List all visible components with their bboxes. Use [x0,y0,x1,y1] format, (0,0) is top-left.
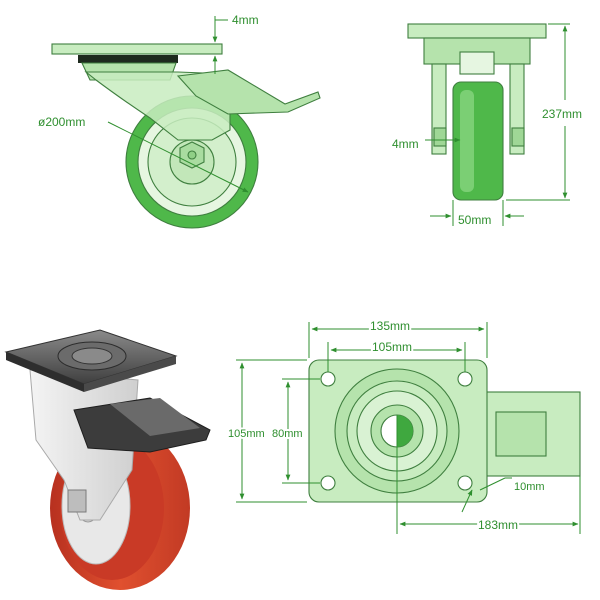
top-plate-height-label: 105mm [228,428,265,440]
photo-brake-top [110,398,200,436]
side-view: 4mm ø200mm [38,13,321,229]
top-bolt-hole-bl [320,475,336,491]
front-view: 237mm 4mm 50mm [392,23,582,227]
front-axle-label: 4mm [392,137,419,151]
top-view: 135mm 105mm 105mm 80mm 10mm 183mm [226,317,581,534]
top-bolt-hole-label: 10mm [514,481,545,493]
front-axle-nut-right [511,127,525,147]
top-plate-outer-label: 135mm [370,319,410,333]
top-overall-length-label: 183mm [478,518,518,532]
top-bolt-hole-tl [320,371,336,387]
photo-top-plate-edge [6,352,84,392]
side-wheel-diameter-label: ø200mm [38,115,85,129]
photo-swivel-ring-inner [71,347,113,365]
top-hole-spacing-y-label: 80mm [272,428,303,440]
front-swivel-window [459,51,495,75]
front-axle-nut-left [433,127,447,147]
side-top-plate [51,43,223,55]
top-brake-pedal-inner [495,411,547,457]
castor-wheel-photo [4,329,211,590]
side-plate-thickness-label: 4mm [232,13,259,27]
side-brake-pedal [176,69,321,115]
front-top-plate [407,23,547,39]
top-bolt-hole-br [457,475,473,491]
photo-axle-nut [67,489,87,513]
front-height-label: 237mm [542,107,582,121]
side-axle-center [187,150,197,160]
top-hole-spacing-x-label: 105mm [372,340,412,354]
front-wheel-highlight [460,90,474,192]
side-plate-bearing [78,55,178,63]
front-width-label: 50mm [458,213,491,227]
top-bolt-hole-tr [457,371,473,387]
top-kingpin-wheel [397,415,413,447]
photo-top-plate-edge-right [84,356,176,392]
